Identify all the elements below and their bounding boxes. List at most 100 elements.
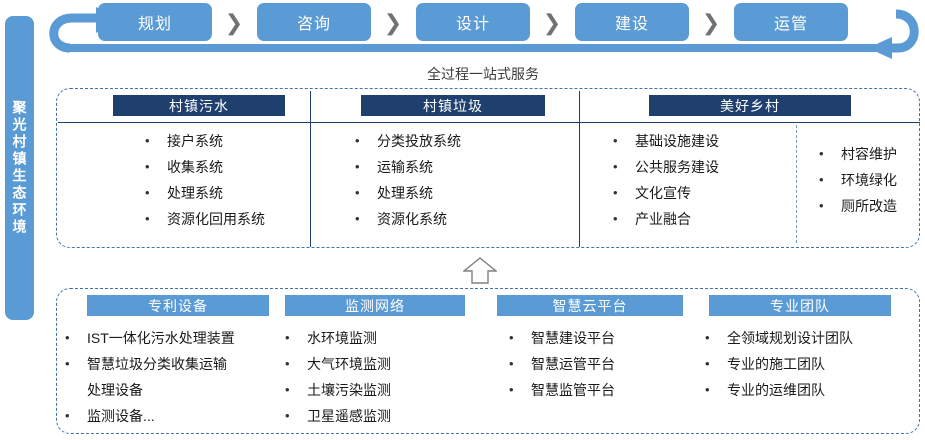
capabilities-header-1: 监测网络 xyxy=(285,295,465,316)
capabilities-column-2: •智慧建设平台 •智慧运管平台 •智慧监管平台 xyxy=(509,325,694,403)
capabilities-column-0: •IST一体化污水处理装置 •智慧垃圾分类收集运输 •处理设备 •监测设备... xyxy=(65,325,280,429)
capabilities-column-1: •水环境监测 •大气环境监测 •土壤污染监测 •卫星遥感监测 xyxy=(285,325,470,429)
bullet-icon: • xyxy=(145,159,150,174)
bullet-icon: • xyxy=(509,330,514,345)
list-item: •文化宣传 xyxy=(613,180,788,206)
bullet-icon: • xyxy=(705,382,710,397)
flow-step-2[interactable]: 设计 xyxy=(416,3,530,41)
list-item: •运输系统 xyxy=(355,154,545,180)
flow-step-0[interactable]: 规划 xyxy=(98,3,212,41)
list-item: •处理系统 xyxy=(145,180,305,206)
list-item: •基础设施建设 xyxy=(613,128,788,154)
chevron-glyph: ❯ xyxy=(224,10,244,36)
services-subdivider xyxy=(796,125,797,243)
list-item: •处理设备 xyxy=(87,382,143,398)
list-item: •全领域规划设计团队 xyxy=(705,325,915,351)
bullet-icon: • xyxy=(705,330,710,345)
list-item: •收集系统 xyxy=(145,154,305,180)
list-item: •土壤污染监测 xyxy=(285,377,470,403)
bullet-icon: • xyxy=(819,172,824,187)
chevron-right-icon-2: ❯ xyxy=(541,10,563,36)
bullet-icon: • xyxy=(355,211,360,226)
list-item: •监测设备... xyxy=(65,403,280,429)
bullet-icon: • xyxy=(145,211,150,226)
bullet-icon: • xyxy=(509,356,514,371)
bullet-icon: • xyxy=(145,133,150,148)
capabilities-header-3: 专业团队 xyxy=(709,295,891,316)
chevron-right-icon-3: ❯ xyxy=(700,10,722,36)
services-panel: 村镇污水 村镇垃圾 美好乡村 •接户系统 •收集系统 •处理系统 •资源化回用系… xyxy=(56,88,920,248)
bullet-icon: • xyxy=(285,356,290,371)
chevron-glyph: ❯ xyxy=(383,10,403,36)
bullet-icon: • xyxy=(613,159,618,174)
capabilities-header-0: 专利设备 xyxy=(87,295,269,316)
flow-step-1[interactable]: 咨询 xyxy=(257,3,371,41)
bullet-icon: • xyxy=(613,211,618,226)
list-item: •资源化系统 xyxy=(355,206,545,232)
list-item: •卫星遥感监测 xyxy=(285,403,470,429)
bullet-icon: • xyxy=(819,198,824,213)
list-item: •专业的施工团队 xyxy=(705,351,915,377)
flow-step-label: 规划 xyxy=(137,16,172,33)
bullet-icon: • xyxy=(355,133,360,148)
list-item: •智慧建设平台 xyxy=(509,325,694,351)
bullet-icon: • xyxy=(509,382,514,397)
capabilities-column-3: •全领域规划设计团队 •专业的施工团队 •专业的运维团队 xyxy=(705,325,915,403)
list-item: •智慧运管平台 xyxy=(509,351,694,377)
list-item: •智慧垃圾分类收集运输 xyxy=(65,351,280,377)
flow-step-label: 咨询 xyxy=(296,16,331,33)
services-divider-1 xyxy=(310,91,311,247)
list-item: •IST一体化污水处理装置 xyxy=(65,325,280,351)
bullet-icon: • xyxy=(65,356,70,371)
services-header-0: 村镇污水 xyxy=(113,95,285,116)
list-item: •水环境监测 xyxy=(285,325,470,351)
bullet-icon: • xyxy=(285,408,290,423)
bullet-icon: • xyxy=(819,146,824,161)
services-divider-2 xyxy=(579,91,580,247)
bullet-icon: • xyxy=(285,330,290,345)
services-column-0: •接户系统 •收集系统 •处理系统 •资源化回用系统 xyxy=(145,128,305,232)
list-item: •环境绿化 xyxy=(819,167,925,193)
services-header-underline xyxy=(58,122,920,123)
chevron-glyph: ❯ xyxy=(701,10,721,36)
services-header-2: 美好乡村 xyxy=(649,95,851,116)
services-column-1: •分类投放系统 •运输系统 •处理系统 •资源化系统 xyxy=(355,128,545,232)
flow-caption: 全过程一站式服务 xyxy=(427,66,539,82)
flow-step-3[interactable]: 建设 xyxy=(575,3,689,41)
flow-base-bar xyxy=(70,44,886,52)
list-item: •接户系统 xyxy=(145,128,305,154)
list-item: •村容维护 xyxy=(819,141,925,167)
flow-step-label: 建设 xyxy=(614,16,649,33)
flow-step-label: 运管 xyxy=(773,16,808,33)
list-item: •专业的运维团队 xyxy=(705,377,915,403)
services-header-1: 村镇垃圾 xyxy=(361,95,545,116)
services-column-2b: •村容维护 •环境绿化 •厕所改造 xyxy=(819,141,925,219)
bullet-icon: • xyxy=(355,185,360,200)
bullet-icon: • xyxy=(145,185,150,200)
list-item: •处理系统 xyxy=(355,180,545,206)
list-item: •资源化回用系统 xyxy=(145,206,305,232)
capabilities-panel: 专利设备 监测网络 智慧云平台 专业团队 •IST一体化污水处理装置 •智慧垃圾… xyxy=(56,288,920,434)
side-banner: 聚光村镇生态环境 xyxy=(5,16,34,320)
bullet-icon: • xyxy=(65,408,70,423)
bullet-icon: • xyxy=(65,330,70,345)
flow-step-label: 设计 xyxy=(455,16,490,33)
up-arrow-icon xyxy=(462,256,498,284)
bullet-icon: • xyxy=(613,185,618,200)
bullet-icon: • xyxy=(285,382,290,397)
chevron-right-icon-0: ❯ xyxy=(223,10,245,36)
list-item: •公共服务建设 xyxy=(613,154,788,180)
list-item: •产业融合 xyxy=(613,206,788,232)
services-column-2a: •基础设施建设 •公共服务建设 •文化宣传 •产业融合 xyxy=(613,128,788,232)
chevron-right-icon-1: ❯ xyxy=(382,10,404,36)
capabilities-header-2: 智慧云平台 xyxy=(497,295,683,316)
list-item: •分类投放系统 xyxy=(355,128,545,154)
bullet-icon: • xyxy=(355,159,360,174)
side-banner-label: 聚光村镇生态环境 xyxy=(11,100,28,236)
chevron-glyph: ❯ xyxy=(542,10,562,36)
list-item: •大气环境监测 xyxy=(285,351,470,377)
bullet-icon: • xyxy=(705,356,710,371)
flow-step-4[interactable]: 运管 xyxy=(734,3,848,41)
bullet-icon: • xyxy=(613,133,618,148)
